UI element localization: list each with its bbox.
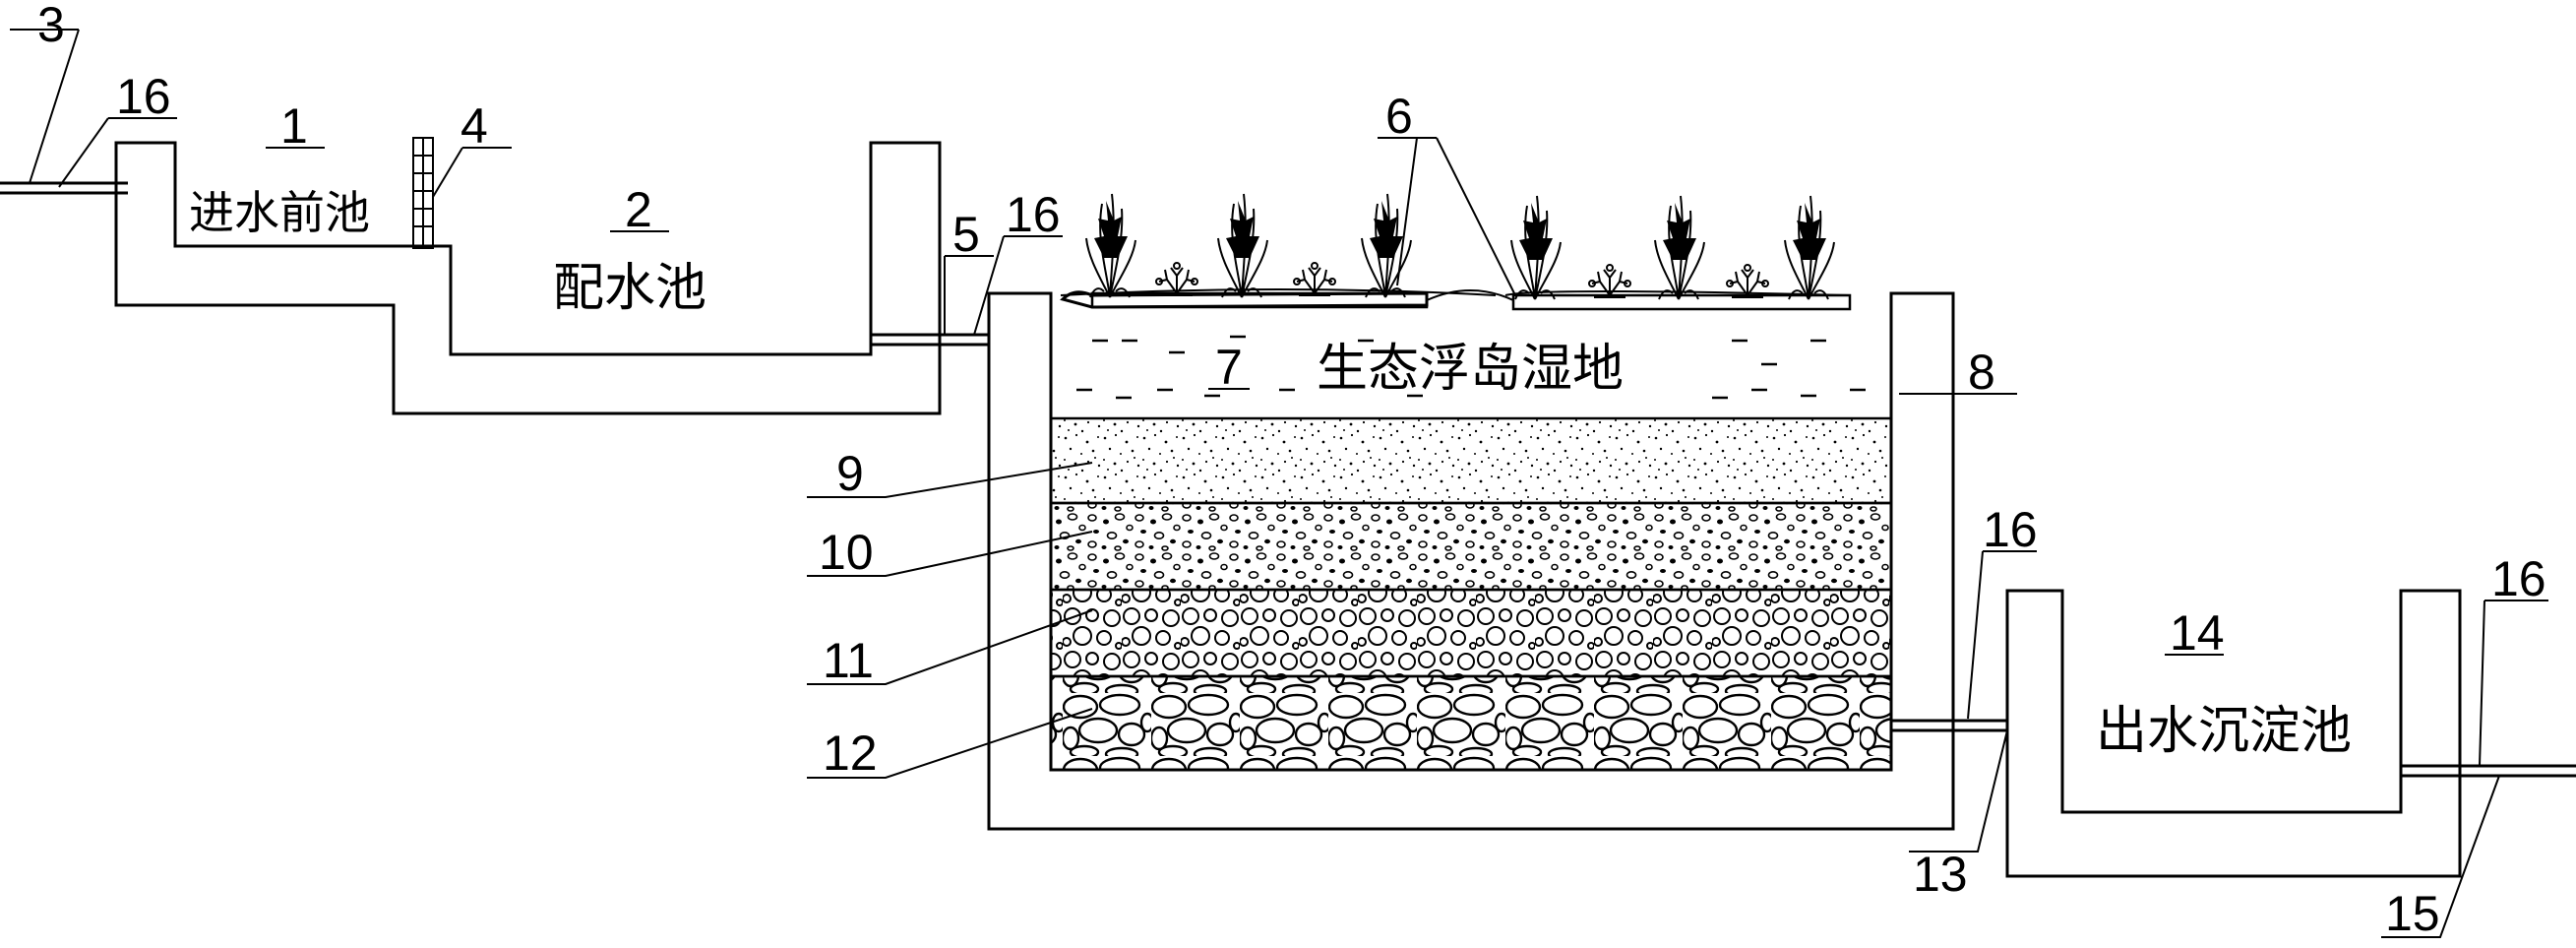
label-15: 15 xyxy=(2385,886,2440,941)
wetland-name: 生态浮岛湿地 xyxy=(1317,340,1624,399)
label-13: 13 xyxy=(1913,847,1968,902)
label-7: 7 xyxy=(1215,340,1243,395)
outlet-settling-tank-name: 出水沉淀池 xyxy=(2096,702,2352,761)
label-14: 14 xyxy=(2170,605,2225,661)
inlet-pretank xyxy=(114,137,942,415)
outlet-pipe xyxy=(1891,719,2007,732)
leader-lines xyxy=(10,29,2548,938)
connecting-pipe xyxy=(871,333,989,347)
screen-grid xyxy=(412,137,434,249)
label-4: 4 xyxy=(460,98,488,154)
label-10: 10 xyxy=(819,525,874,580)
label-11: 11 xyxy=(823,633,874,688)
label-1: 1 xyxy=(280,98,308,154)
inlet-pipe xyxy=(0,181,128,195)
outlet-settling-tank xyxy=(2005,589,2462,878)
pebble-layer xyxy=(1049,588,1893,678)
label-9: 9 xyxy=(836,446,864,501)
label-16-wetland-out: 16 xyxy=(1983,502,2038,557)
discharge-pipe xyxy=(2401,764,2576,778)
label-16-inlet: 16 xyxy=(116,69,171,124)
label-8: 8 xyxy=(1968,345,1995,400)
cobble-layer xyxy=(1049,674,1893,772)
label-3: 3 xyxy=(37,0,65,52)
inlet-pretank-name: 进水前池 xyxy=(189,186,370,239)
label-12: 12 xyxy=(823,726,878,781)
label-16-wetland-in: 16 xyxy=(1006,187,1061,242)
wetland-basin xyxy=(987,193,1955,831)
label-16-discharge: 16 xyxy=(2491,551,2546,606)
label-6: 6 xyxy=(1385,89,1413,144)
distribution-tank-name: 配水池 xyxy=(553,259,706,318)
water-dashes xyxy=(1076,335,1866,400)
label-2: 2 xyxy=(625,182,652,237)
gravel-layer xyxy=(1049,501,1893,592)
fine-sand-layer xyxy=(1049,416,1893,505)
label-5: 5 xyxy=(952,207,980,262)
